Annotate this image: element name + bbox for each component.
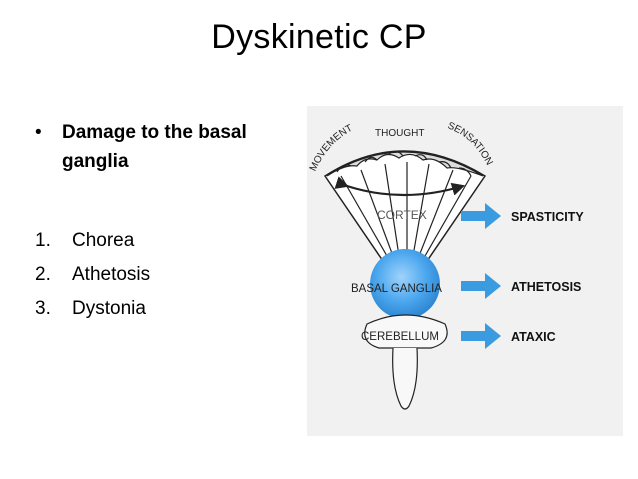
list-text: Chorea — [72, 230, 135, 251]
list-text: Athetosis — [72, 264, 151, 285]
label-athetosis: ATHETOSIS — [511, 280, 581, 294]
brain-stem — [392, 347, 418, 410]
label-thought: THOUGHT — [375, 128, 424, 139]
list-item: 1. Chorea — [35, 224, 150, 258]
slide-title: Dyskinetic CP — [211, 18, 427, 56]
label-ataxic: ATAXIC — [511, 330, 556, 344]
list-number: 3. — [35, 298, 51, 319]
list-number: 1. — [35, 230, 51, 251]
cortex-gyri — [326, 151, 484, 177]
cortex-arc — [334, 176, 466, 197]
list-item: 3. Dystonia — [35, 292, 150, 326]
arrow-ataxic — [461, 323, 501, 349]
bullet-text: Damage to the basal ganglia — [62, 122, 247, 172]
label-cortex: CORTEX — [377, 208, 427, 222]
cerebellum-shape — [364, 314, 448, 349]
list-text: Dystonia — [72, 298, 146, 319]
numbered-list: 1. Chorea 2. Athetosis 3. Dystonia — [35, 224, 150, 326]
brain-diagram: MOVEMENT THOUGHT SENSATION CORTEX BASAL … — [307, 106, 623, 436]
brain-diagram-svg: MOVEMENT THOUGHT SENSATION CORTEX BASAL … — [308, 120, 584, 410]
bullet-point: • Damage to the basal ganglia — [35, 118, 295, 176]
basal-ganglia-ball — [370, 249, 440, 319]
arrow-spasticity — [461, 203, 501, 229]
label-basal-ganglia: BASAL GANGLIA — [351, 283, 442, 295]
list-number: 2. — [35, 264, 51, 285]
list-item: 2. Athetosis — [35, 258, 150, 292]
bullet-marker: • — [35, 122, 42, 143]
label-spasticity: SPASTICITY — [511, 210, 584, 224]
label-cerebellum: CEREBELLUM — [361, 331, 439, 343]
arrow-athetosis — [461, 273, 501, 299]
